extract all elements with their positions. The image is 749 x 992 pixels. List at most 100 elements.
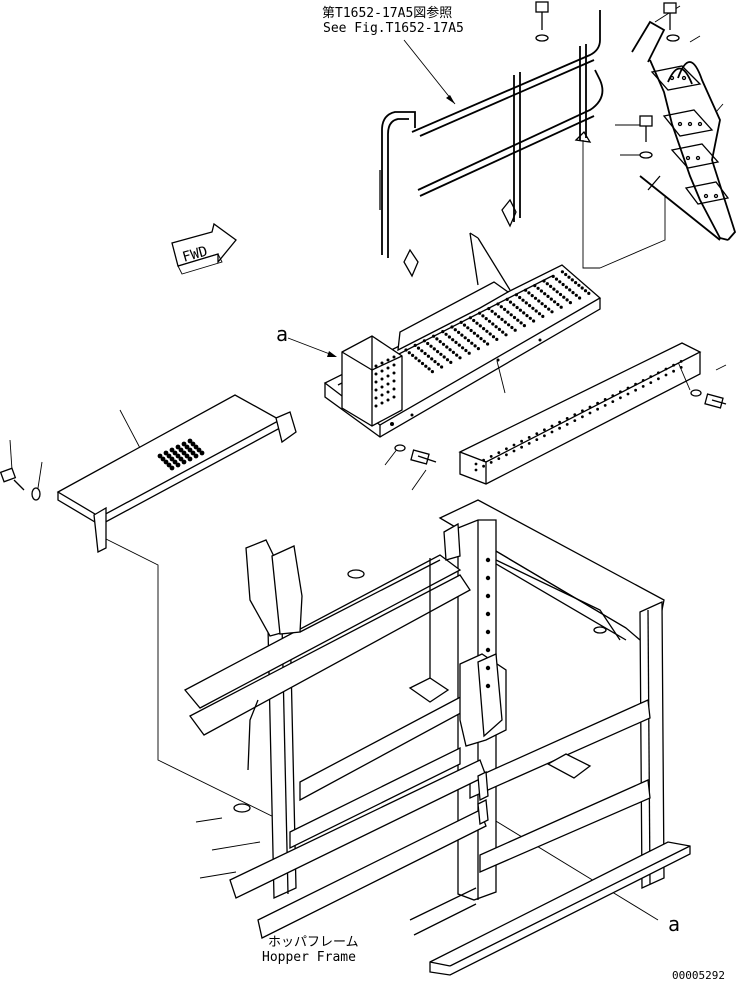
perforation-hole (512, 443, 516, 447)
perforation-hole (515, 305, 519, 310)
perforation-hole (420, 361, 425, 366)
perforation-hole (555, 290, 559, 294)
perforation-hole (537, 312, 542, 316)
perforation-hole (494, 325, 498, 329)
perforation-hole (672, 369, 675, 373)
handrail (379, 10, 604, 278)
perforation-hole (512, 303, 516, 307)
perforation-hole (478, 311, 482, 315)
perforation-hole (679, 360, 683, 363)
perforation-hole (193, 444, 199, 450)
perforation-hole (417, 359, 421, 363)
perforation-hole (573, 413, 577, 416)
perforation-hole (485, 329, 489, 333)
perforation-hole (524, 288, 528, 292)
perforation-hole (559, 305, 563, 309)
perforation-hole (439, 352, 443, 356)
perforation-hole (545, 282, 549, 286)
perforation-hole (374, 388, 378, 392)
perforation-hole (196, 447, 202, 453)
perforation-hole (505, 447, 508, 451)
perforation-hole (550, 310, 554, 314)
perforation-hole (491, 335, 496, 339)
perforation-hole (574, 281, 578, 285)
perforation-hole (552, 287, 556, 291)
perforation-hole (532, 319, 536, 323)
perforation-hole (549, 284, 553, 288)
platform-perforations (404, 270, 591, 374)
perforation-hole (490, 309, 494, 313)
perforation-hole (619, 390, 622, 394)
perforation-hole (461, 346, 465, 350)
perforation-hole (534, 309, 538, 313)
perforation-hole (392, 379, 396, 383)
perforation-hole (556, 302, 560, 307)
perforation-hole (484, 317, 488, 321)
hopper-frame-label-japanese: ホッパフレーム (268, 935, 359, 950)
perforation-hole (540, 302, 544, 306)
perforation-hole (543, 304, 548, 308)
drawing-number: 00005292 (672, 969, 725, 982)
perforation-hole (172, 450, 178, 456)
perforation-hole (441, 342, 446, 346)
perforation-hole (535, 438, 539, 441)
perforation-hole (596, 401, 599, 405)
perforation-hole (199, 450, 205, 456)
perforation-hole (380, 385, 384, 389)
perforation-hole (496, 302, 500, 306)
perforation-hole (525, 314, 529, 318)
perforation-hole (499, 305, 503, 309)
perforation-hole (542, 279, 546, 283)
perforation-hole (474, 468, 478, 472)
perforation-hole (429, 344, 433, 348)
perforation-hole (641, 385, 645, 388)
perforation-hole (380, 361, 384, 365)
perforation-hole (578, 296, 582, 300)
callout-a-top: a (276, 322, 288, 346)
perforation-hole (554, 277, 559, 281)
perforation-hole (509, 313, 513, 317)
perforation-hole (163, 450, 169, 456)
perforation-hole (472, 318, 476, 323)
perforation-hole (426, 341, 430, 346)
perforation-hole (519, 321, 523, 325)
perforation-hole (493, 312, 497, 316)
perforation-hole (181, 450, 187, 456)
perforation-hole (543, 292, 547, 296)
perforation-hole (404, 348, 408, 352)
perforation-hole (561, 282, 565, 287)
perforation-hole (374, 404, 378, 408)
perforation-hole (427, 367, 431, 371)
perforation-hole (392, 395, 396, 399)
perforation-hole (157, 453, 163, 459)
perforation-hole (449, 360, 453, 364)
perforation-hole (500, 317, 504, 321)
perforation-hole (447, 335, 451, 339)
perforation-hole (574, 293, 578, 297)
perforation-hole (374, 396, 378, 400)
perforation-hole (564, 285, 569, 289)
perforation-hole (508, 300, 513, 304)
perforation-hole (558, 426, 561, 430)
perforation-hole (489, 455, 493, 458)
perforation-hole (580, 286, 584, 290)
leader-lines (9, 5, 727, 921)
perforation-hole (166, 462, 172, 468)
perforation-hole (193, 453, 199, 459)
perforation-hole (510, 325, 514, 330)
perforation-hole (190, 441, 196, 447)
perforation-hole (539, 289, 544, 293)
perforation-hole (547, 307, 551, 311)
perforation-hole (380, 377, 384, 381)
perforation-hole (430, 370, 434, 374)
perforation-hole (528, 304, 532, 308)
perforation-hole (457, 330, 461, 334)
perforation-hole (386, 374, 390, 378)
perforation-hole (386, 358, 390, 362)
perforation-hole (467, 351, 471, 355)
perforation-hole (169, 447, 175, 453)
perforation-hole (181, 459, 187, 465)
perforation-hole (649, 375, 653, 378)
callout-a-bottom: a (668, 912, 680, 936)
